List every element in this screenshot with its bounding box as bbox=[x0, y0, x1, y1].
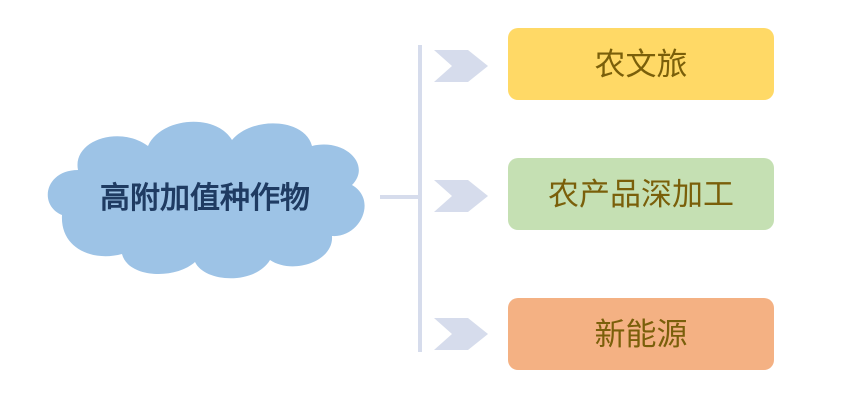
branch-label: 农文旅 bbox=[595, 47, 688, 83]
chevron-arrow-icon bbox=[434, 50, 488, 82]
central-topic-label: 高附加值种作物 bbox=[100, 181, 310, 216]
branch-box bbox=[508, 28, 774, 100]
branch-box bbox=[508, 158, 774, 230]
chevron-arrow-icon bbox=[434, 318, 488, 350]
branch-nongwenlv: 农文旅 bbox=[508, 28, 774, 100]
branch-box bbox=[508, 298, 774, 370]
branch-label: 新能源 bbox=[595, 317, 688, 353]
branch-processing: 农产品深加工 bbox=[508, 158, 774, 230]
cloud-shape bbox=[47, 121, 365, 279]
central-cloud: 高附加值种作物 bbox=[47, 121, 365, 279]
branch-label: 农产品深加工 bbox=[548, 177, 734, 213]
branch-new-energy: 新能源 bbox=[508, 298, 774, 370]
chevron-arrows bbox=[434, 50, 488, 350]
connectors bbox=[380, 45, 422, 352]
chevron-arrow-icon bbox=[434, 180, 488, 212]
